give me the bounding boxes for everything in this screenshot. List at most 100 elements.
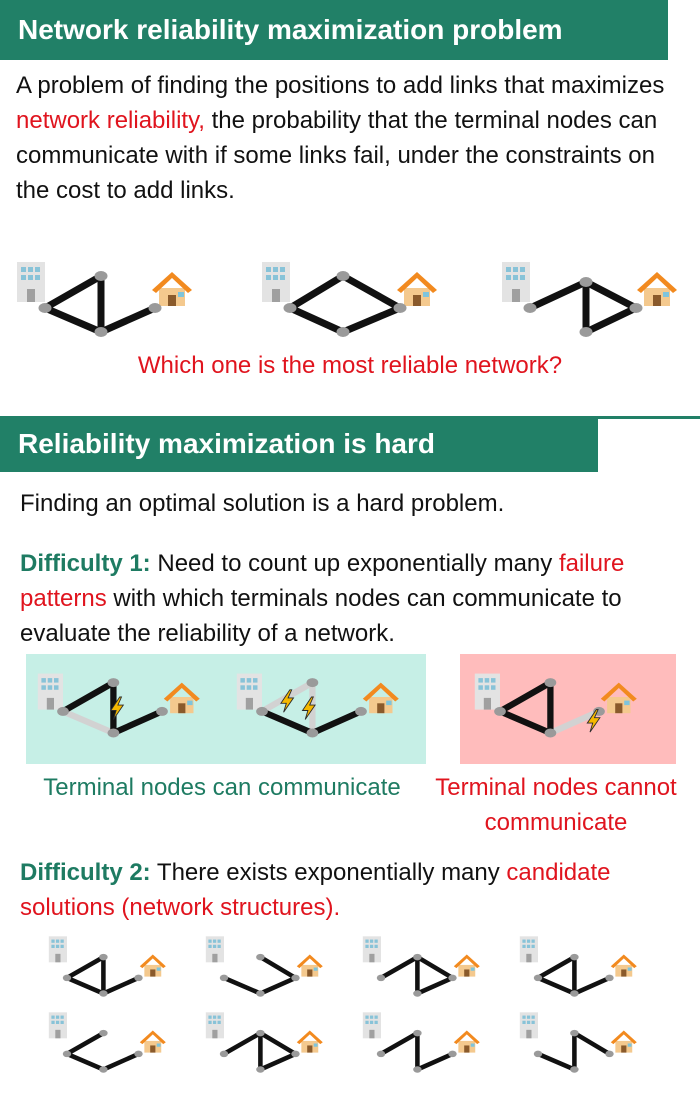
house-icon: [296, 954, 323, 977]
network-link: [572, 1030, 612, 1057]
network-node: [256, 953, 265, 961]
difficulty-2-text: There exists exponentially many: [150, 859, 507, 886]
network-link: [339, 272, 404, 312]
network-node: [107, 728, 120, 738]
house-icon: [139, 954, 166, 977]
section-title-hard: Reliability maximization is hard: [0, 416, 598, 472]
network-node: [306, 728, 319, 738]
difficulty-1-highlight: failure patterns: [20, 550, 625, 612]
intro-paragraph: A problem of finding the positions to ad…: [16, 68, 686, 208]
building-icon: [236, 673, 262, 710]
network-node: [283, 303, 297, 313]
network-link: [258, 1030, 298, 1057]
difficulty-1-label: Difficulty 1:: [20, 550, 151, 577]
network-node: [570, 953, 579, 961]
network-node: [256, 990, 265, 997]
network-node: [579, 277, 593, 287]
building-icon: [262, 262, 290, 302]
hard-statement: Finding an optimal solution is a hard pr…: [20, 490, 505, 517]
building-icon: [48, 936, 67, 963]
network-link: [258, 954, 298, 981]
house-icon: [152, 272, 192, 306]
network-node: [99, 990, 108, 997]
network-link: [64, 1030, 106, 1057]
network-link: [572, 975, 612, 996]
house-icon: [296, 1030, 323, 1053]
network-graph: [262, 262, 437, 337]
difficulty-1-text-1: Need to count up exponentially many: [150, 550, 559, 577]
network-link: [535, 1051, 577, 1072]
difficulty-1-paragraph: Difficulty 1: Need to count up exponenti…: [20, 546, 690, 651]
network-node: [376, 1050, 386, 1058]
network-node: [605, 1050, 614, 1058]
network-link: [221, 975, 263, 996]
network-link: [415, 954, 455, 981]
network-graph: [205, 936, 323, 997]
network-graph: [519, 1012, 637, 1073]
section-title-problem: Network reliability maximization problem: [0, 0, 668, 60]
network-node: [336, 271, 350, 281]
network-link: [535, 975, 577, 996]
building-icon: [48, 1012, 67, 1039]
network-node: [107, 678, 120, 688]
network-link: [41, 272, 105, 312]
network-link: [110, 708, 166, 737]
network-graph: [205, 1012, 323, 1073]
building-icon: [205, 1012, 224, 1039]
network-node: [413, 1029, 422, 1037]
network-node: [544, 728, 557, 738]
house-icon: [610, 954, 637, 977]
network-link: [286, 304, 347, 336]
network-node: [99, 1066, 108, 1073]
network-node: [134, 1050, 143, 1058]
network-node: [99, 1029, 108, 1037]
network-node: [533, 1050, 543, 1058]
network-node: [291, 974, 300, 982]
house-icon: [139, 1030, 166, 1053]
house-icon: [637, 272, 677, 306]
network-node: [448, 1050, 457, 1058]
building-icon: [474, 673, 500, 710]
intro-text-2: the probability that the terminal nodes …: [16, 107, 658, 204]
network-node: [256, 1066, 265, 1073]
network-node: [38, 303, 52, 313]
network-link: [496, 708, 554, 737]
network-node: [306, 678, 319, 688]
network-node: [219, 1050, 229, 1058]
building-icon: [362, 936, 381, 963]
difficulty-1-text-2: with which terminals nodes can communica…: [20, 585, 622, 647]
network-link: [415, 1051, 455, 1072]
network-node: [523, 303, 537, 313]
network-link: [415, 975, 455, 996]
network-node: [376, 974, 386, 982]
network-node: [134, 974, 143, 982]
network-node: [544, 678, 557, 688]
network-link: [378, 954, 420, 981]
building-icon: [17, 262, 45, 302]
house-icon: [163, 682, 200, 714]
network-link: [41, 304, 105, 336]
network-node: [570, 990, 579, 997]
network-link: [64, 1051, 106, 1072]
network-link: [221, 1030, 263, 1057]
network-node: [336, 327, 350, 337]
network-graph: [236, 673, 399, 738]
network-link: [526, 278, 590, 312]
building-icon: [519, 936, 538, 963]
network-link: [64, 954, 106, 981]
intro-text-1: A problem of finding the positions to ad…: [16, 72, 665, 99]
network-node: [629, 303, 643, 313]
network-node: [256, 1029, 265, 1037]
building-icon: [205, 936, 224, 963]
network-link: [582, 278, 640, 312]
network-graph: [362, 1012, 480, 1073]
section-title-hard-text: Reliability maximization is hard: [18, 428, 436, 459]
difficulty-2-highlight: candidate solutions (network structures)…: [20, 859, 611, 921]
network-graph: [519, 936, 637, 997]
failed-link: [59, 708, 117, 737]
network-node: [99, 953, 108, 961]
network-graph: [48, 936, 166, 997]
network-link: [101, 1051, 141, 1072]
network-node: [156, 706, 168, 716]
